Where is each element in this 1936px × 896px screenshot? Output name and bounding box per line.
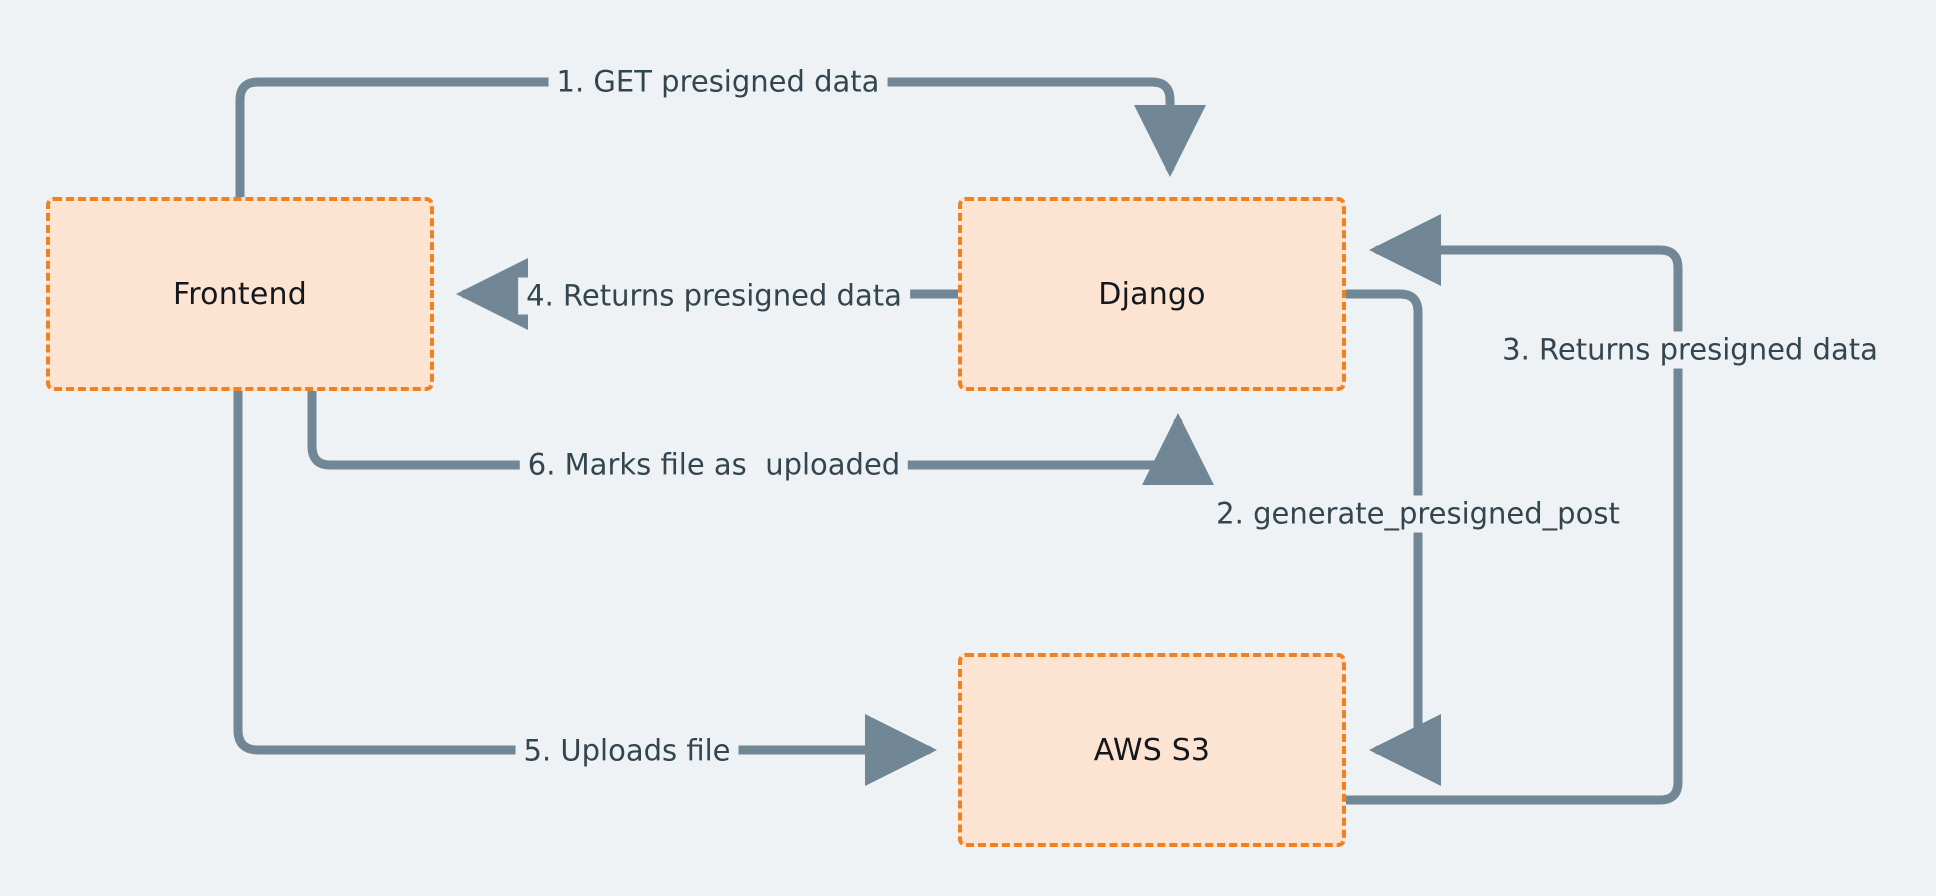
edge-3-path: [1341, 214, 1683, 805]
node-frontend-label: Frontend: [173, 276, 307, 312]
edge-label-4: 4. Returns presigned data: [518, 277, 910, 315]
node-django-label: Django: [1098, 276, 1206, 312]
edge-label-6: 6. Marks file as uploaded: [519, 446, 909, 484]
node-aws-s3[interactable]: AWS S3: [958, 653, 1346, 847]
edge-label-2: 2. generate_presigned_post: [1208, 495, 1628, 533]
edge-label-1: 1. GET presigned data: [548, 63, 888, 101]
node-frontend[interactable]: Frontend: [46, 197, 434, 391]
edge-5-path: [233, 386, 937, 786]
node-django[interactable]: Django: [958, 197, 1346, 391]
node-aws-s3-label: AWS S3: [1093, 732, 1211, 768]
edge-label-3: 3. Returns presigned data: [1494, 331, 1886, 369]
edge-label-5: 5. Uploads file: [515, 732, 739, 770]
